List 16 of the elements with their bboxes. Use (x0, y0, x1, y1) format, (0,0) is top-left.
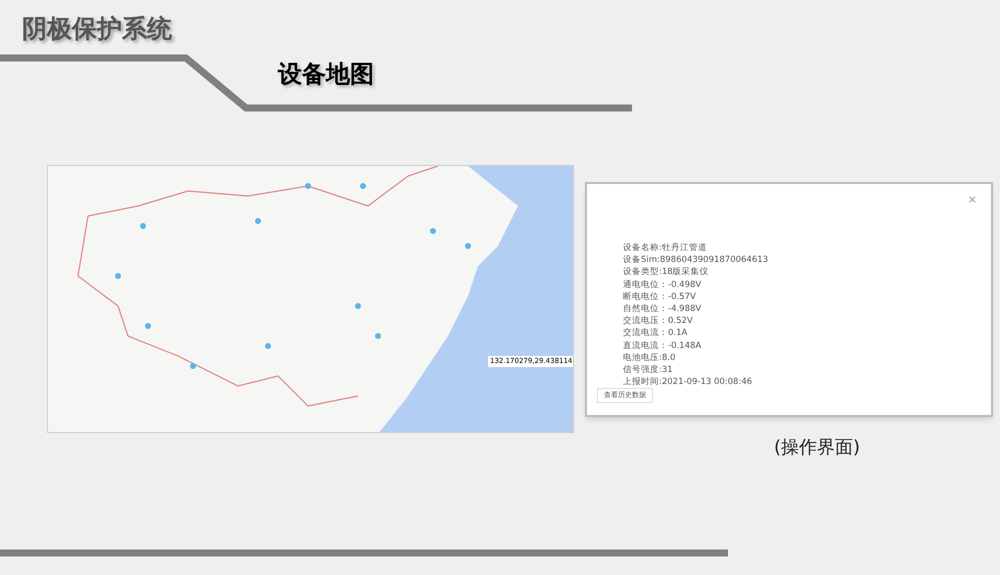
caption: (操作界面) (774, 436, 860, 460)
close-icon: × (968, 194, 977, 205)
info-line: 交流电压：0.52V (623, 315, 693, 328)
info-line: 设备名称:牡丹江管道 (623, 242, 707, 254)
info-line: 交流电流：0.1A (623, 327, 688, 340)
info-line: 设备Sim:89860439091870064613 (623, 254, 768, 266)
title: 阴极保护系统 (22, 13, 172, 45)
info-line: 设备类型:18版采集仪 (623, 266, 709, 279)
info-line: 电池电压:8.0 (623, 352, 676, 364)
info-line: 上报时间:2021-09-13 00:08:46 (623, 376, 752, 388)
info-line: 断电电位：-0.57V (623, 290, 696, 304)
info-line: 信号强度:31 (623, 364, 673, 376)
subtitle: 设备地图 (278, 59, 374, 90)
info-line: 直流电流：-0.148A (623, 340, 702, 352)
info-line: 自然电位：-4.988V (623, 303, 702, 316)
info-line: 通电电位：-0.498V (623, 278, 702, 291)
